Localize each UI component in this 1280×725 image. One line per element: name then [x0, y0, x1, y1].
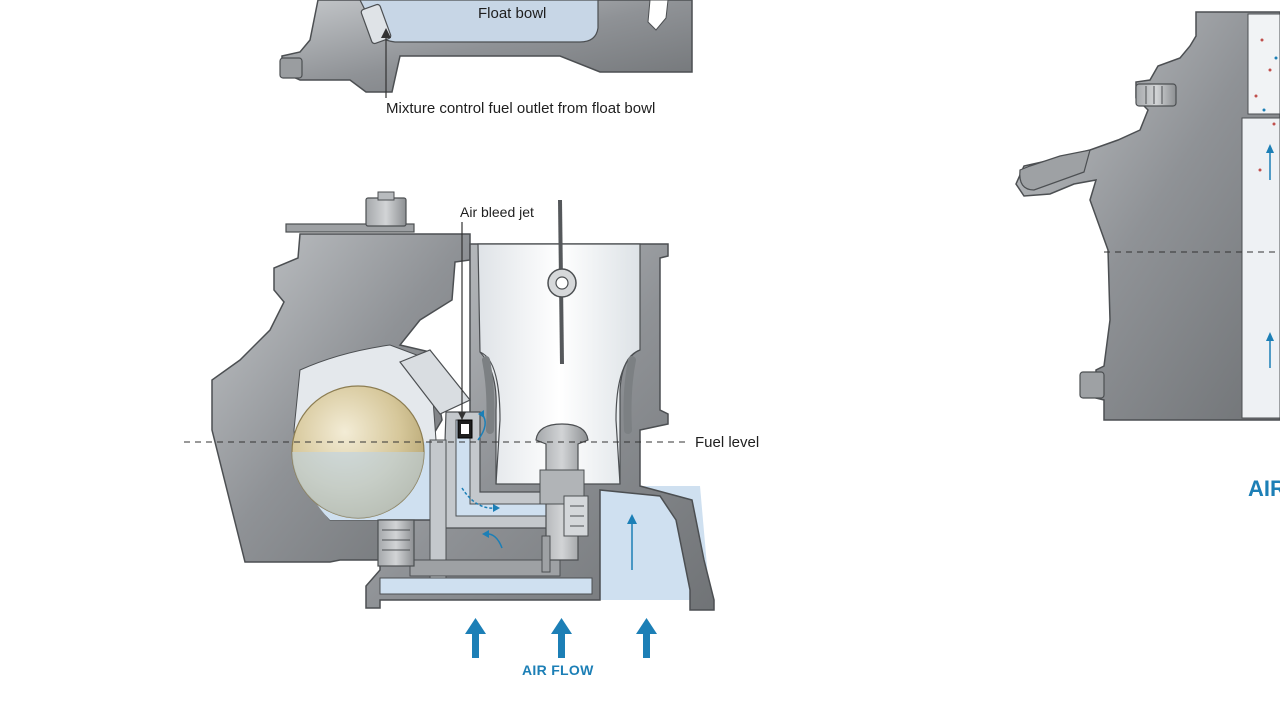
mixture-outlet-label: Mixture control fuel outlet from float b…	[386, 100, 656, 117]
right-air-flow-label: AIR	[1248, 476, 1280, 501]
top-float-bowl-section	[279, 0, 693, 98]
air-flow-arrows	[465, 618, 657, 658]
float-bowl-label: Float bowl	[478, 5, 547, 22]
up-arrow-icon	[636, 618, 657, 658]
up-arrow-icon	[465, 618, 486, 658]
air-flow-label: AIR FLOW	[522, 662, 594, 678]
up-arrow-icon	[551, 618, 572, 658]
air-bleed-jet-label: Air bleed jet	[460, 204, 534, 220]
fuel-level-label: Fuel level	[695, 434, 760, 451]
right-carburetor-section	[1015, 11, 1280, 421]
main-carburetor	[184, 191, 715, 611]
